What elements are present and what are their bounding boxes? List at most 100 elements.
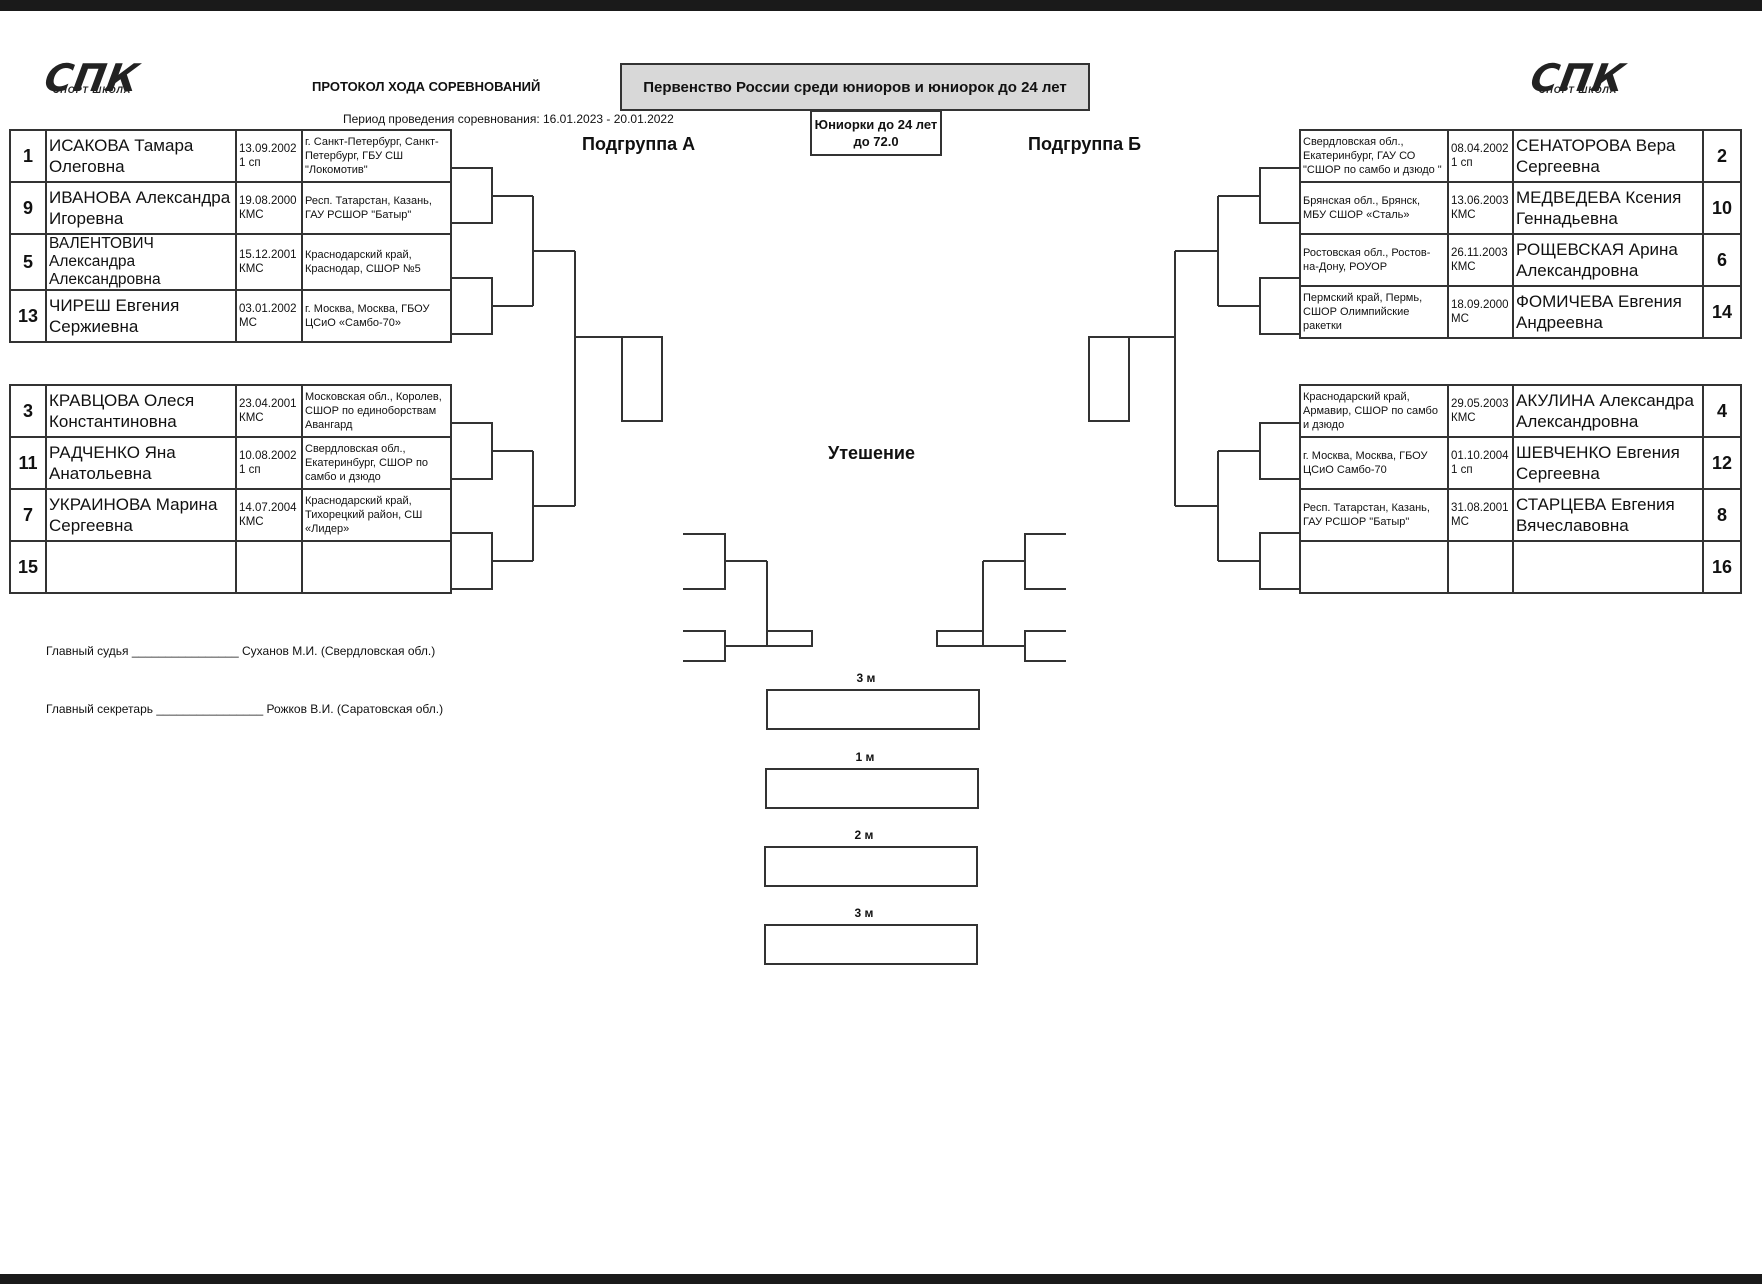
athlete-name: РАДЧЕНКО Яна Анатольевна xyxy=(45,436,237,490)
club: Свердловская обл., Екатеринбург, СШОР по… xyxy=(301,436,452,490)
birth-rank xyxy=(1447,540,1514,594)
athlete-name: ИВАНОВА Александра Игоревна xyxy=(45,181,237,235)
sport-rank: МС xyxy=(1451,313,1469,325)
seed-number: 14 xyxy=(1702,285,1742,339)
chief-judge-name: Суханов М.И. (Свердловская обл.) xyxy=(242,644,436,658)
club xyxy=(301,540,452,594)
club: Краснодарский край, Тихорецкий район, СШ… xyxy=(301,488,452,542)
birth-date: 23.04.2001 xyxy=(239,398,297,410)
birth-date: 15.12.2001 xyxy=(239,249,297,261)
table-row: Пермский край, Пермь, СШОР Олимпийские р… xyxy=(1299,285,1742,339)
table-row: Свердловская обл., Екатеринбург, ГАУ СО … xyxy=(1299,129,1742,183)
chief-judge-signature-line: ________________ xyxy=(131,644,239,658)
athlete-name: СТАРЦЕВА Евгения Вячеславовна xyxy=(1512,488,1704,542)
sport-rank: КМС xyxy=(239,209,264,221)
group-b-table-top: Свердловская обл., Екатеринбург, ГАУ СО … xyxy=(1299,129,1742,339)
table-row: 9 ИВАНОВА Александра Игоревна 19.08.2000… xyxy=(9,181,452,235)
table-row: 3 КРАВЦОВА Олеся Константиновна 23.04.20… xyxy=(9,384,452,438)
table-row: Краснодарский край, Армавир, СШОР по сам… xyxy=(1299,384,1742,438)
sport-rank: КМС xyxy=(239,412,264,424)
club xyxy=(1299,540,1449,594)
birth-date: 29.05.2003 xyxy=(1451,398,1509,410)
sport-rank: КМС xyxy=(1451,209,1476,221)
sport-rank: 1 сп xyxy=(1451,464,1473,476)
group-b-table-bottom: Краснодарский край, Армавир, СШОР по сам… xyxy=(1299,384,1742,594)
seed-number: 13 xyxy=(9,289,47,343)
birth-date: 31.08.2001 xyxy=(1451,502,1509,514)
sport-rank: КМС xyxy=(239,263,264,275)
place-box-silver xyxy=(764,846,978,887)
seed-number: 2 xyxy=(1702,129,1742,183)
logo-left-sub: СПОРТ ШКОЛА xyxy=(52,85,132,95)
place-label-gold: 1 м xyxy=(855,750,875,764)
seed-number: 5 xyxy=(9,233,47,291)
subgroup-a-heading: Подгруппа А xyxy=(582,134,696,154)
birth-rank: 08.04.2002 1 сп xyxy=(1447,129,1514,183)
seed-number: 3 xyxy=(9,384,47,438)
consolation-heading: Утешение xyxy=(828,443,915,463)
table-row: 16 xyxy=(1299,540,1742,594)
birth-date: 26.11.2003 xyxy=(1451,247,1508,259)
bracket-lines xyxy=(452,167,1299,662)
club: г. Москва, Москва, ГБОУ ЦСиО Самбо-70 xyxy=(1299,436,1449,490)
place-label-bronze-2: 3 м xyxy=(854,906,874,920)
chief-secretary-label: Главный секретарь xyxy=(46,702,153,716)
birth-date: 13.06.2003 xyxy=(1451,195,1509,207)
club: г. Москва, Москва, ГБОУ ЦСиО «Самбо-70» xyxy=(301,289,452,343)
sport-rank: КМС xyxy=(1451,412,1476,424)
seed-number: 16 xyxy=(1702,540,1742,594)
table-row: г. Москва, Москва, ГБОУ ЦСиО Самбо-70 01… xyxy=(1299,436,1742,490)
athlete-name: АКУЛИНА Александра Александровна xyxy=(1512,384,1704,438)
birth-date: 08.04.2002 xyxy=(1451,143,1509,155)
birth-date: 10.08.2002 xyxy=(239,450,297,462)
place-label-silver: 2 м xyxy=(854,828,874,842)
club: Свердловская обл., Екатеринбург, ГАУ СО … xyxy=(1299,129,1449,183)
athlete-name: ШЕВЧЕНКО Евгения Сергеевна xyxy=(1512,436,1704,490)
athlete-name xyxy=(45,540,237,594)
chief-judge: Главный судья ________________ Суханов М… xyxy=(46,644,435,658)
club: Краснодарский край, Краснодар, СШОР №5 xyxy=(301,233,452,291)
seed-number: 9 xyxy=(9,181,47,235)
sport-rank: 1 сп xyxy=(1451,157,1473,169)
place-box-bronze-2 xyxy=(764,924,978,965)
athlete-name: МЕДВЕДЕВА Ксения Геннадьевна xyxy=(1512,181,1704,235)
club: Респ. Татарстан, Казань, ГАУ РСШОР "Баты… xyxy=(1299,488,1449,542)
seed-number: 15 xyxy=(9,540,47,594)
athlete-name: УКРАИНОВА Марина Сергеевна xyxy=(45,488,237,542)
birth-date: 03.01.2002 xyxy=(239,303,297,315)
seed-number: 1 xyxy=(9,129,47,183)
protocol-heading: ПРОТОКОЛ ХОДА СОРЕВНОВАНИЙ xyxy=(312,79,541,94)
sport-rank: 1 сп xyxy=(239,464,261,476)
seed-number: 12 xyxy=(1702,436,1742,490)
athlete-name: ИСАКОВА Тамара Олеговна xyxy=(45,129,237,183)
birth-date: 13.09.2002 xyxy=(239,143,297,155)
seed-number: 4 xyxy=(1702,384,1742,438)
seed-number: 8 xyxy=(1702,488,1742,542)
birth-date: 01.10.2004 xyxy=(1451,450,1509,462)
athlete-name xyxy=(1512,540,1704,594)
birth-date: 14.07.2004 xyxy=(239,502,297,514)
chief-secretary-signature-line: ________________ xyxy=(156,702,264,716)
seed-number: 6 xyxy=(1702,233,1742,287)
birth-rank: 01.10.2004 1 сп xyxy=(1447,436,1514,490)
competition-period: Период проведения соревнования: 16.01.20… xyxy=(343,112,674,126)
group-a-table-bottom: 3 КРАВЦОВА Олеся Константиновна 23.04.20… xyxy=(9,384,452,594)
seed-number: 7 xyxy=(9,488,47,542)
table-row: Респ. Татарстан, Казань, ГАУ РСШОР "Баты… xyxy=(1299,488,1742,542)
club: Московская обл., Королев, СШОР по единоб… xyxy=(301,384,452,438)
weight-category: Юниорки до 24 лет до 72.0 xyxy=(810,110,942,156)
place-box-gold xyxy=(765,768,979,809)
